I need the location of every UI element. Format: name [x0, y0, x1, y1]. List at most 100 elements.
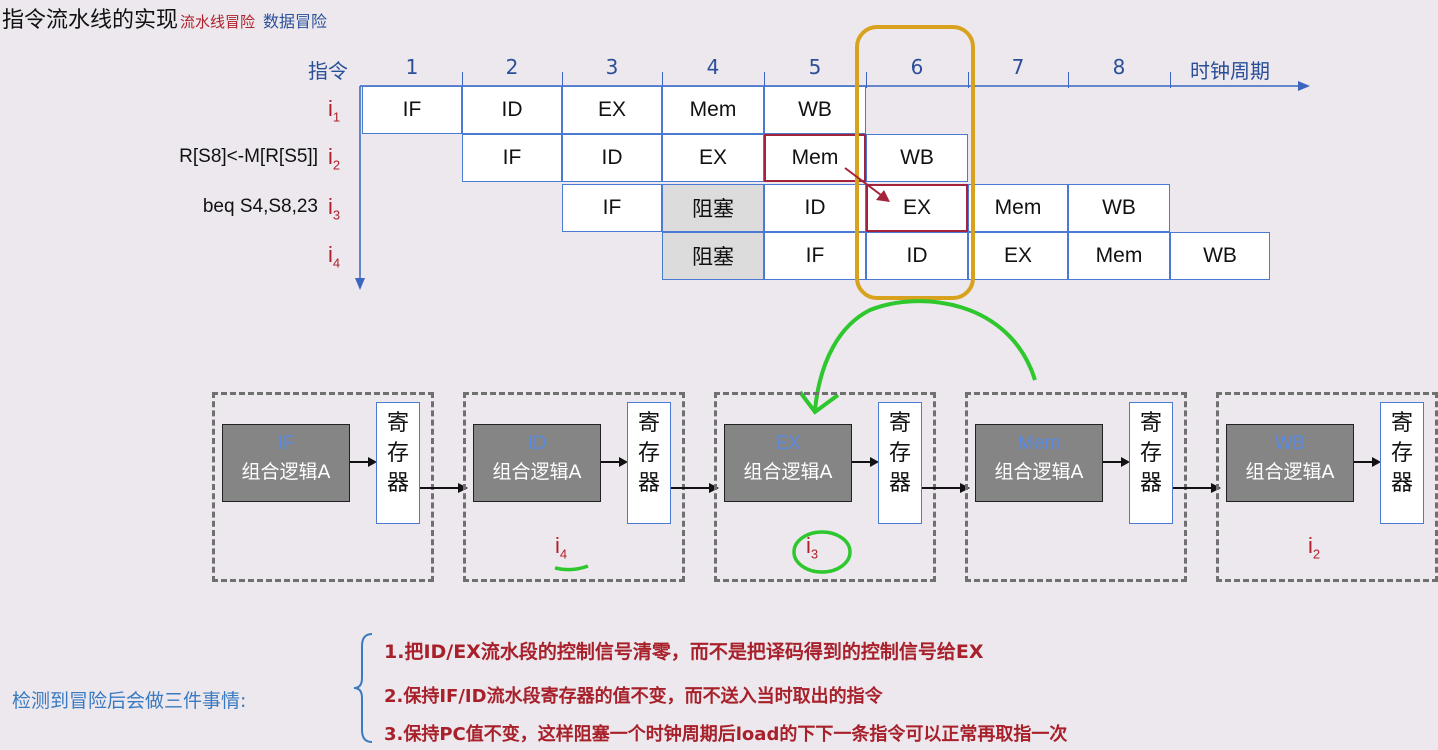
cycle-tick — [662, 72, 663, 88]
stage-box-wb — [1216, 392, 1438, 582]
title-tag-pipeline-hazard: 流水线冒险 — [180, 13, 256, 31]
instruction-id: i3 — [328, 194, 341, 223]
register-char: 寄 — [1390, 411, 1413, 436]
title-main: 指令流水线的实现 — [2, 8, 179, 33]
stage-name: ID — [527, 433, 547, 454]
pipeline-cell: Mem — [1068, 232, 1170, 280]
pipeline-register: 寄存器 — [1380, 402, 1424, 524]
cycle-number-5: 5 — [808, 55, 822, 79]
pipeline-cell: WB — [1170, 232, 1270, 280]
instruction-text: beq S4,S8,23 — [202, 196, 318, 217]
register-char: 器 — [1390, 471, 1413, 496]
green-curve-arrow — [813, 299, 1037, 411]
green-underline-i4 — [554, 564, 589, 572]
register-char: 器 — [637, 471, 660, 496]
pipeline-cell: WB — [764, 86, 866, 134]
cycle-tick — [968, 72, 969, 88]
pipeline-cell: IF — [462, 134, 562, 182]
cycle-tick — [866, 72, 867, 88]
green-arrow-head — [798, 390, 840, 415]
cycle-number-7: 7 — [1011, 55, 1025, 79]
pipeline-cell: Mem — [968, 184, 1068, 232]
forwarding-arrow — [844, 167, 886, 199]
stage-instruction-id: i4 — [555, 533, 568, 562]
register-char: 存 — [637, 441, 660, 466]
pipeline-cell: EX — [662, 134, 764, 182]
arrow-right-icon — [601, 457, 628, 467]
stage-instruction-id: i3 — [806, 533, 819, 562]
instr-axis-label: 指令 — [308, 59, 348, 83]
cycle-tick — [1068, 72, 1069, 88]
pipeline-register: 寄存器 — [878, 402, 922, 524]
cycle-number-1: 1 — [405, 55, 419, 79]
instruction-id: i1 — [328, 96, 341, 125]
pipeline-cell: IF — [562, 184, 662, 232]
pipeline-cell: 阻塞 — [662, 184, 764, 232]
register-char: 存 — [1390, 441, 1413, 466]
combinational-logic-block: ID 组合逻辑A — [473, 424, 601, 502]
cycle-number-6: 6 — [910, 55, 924, 79]
pipeline-cell: ID — [562, 134, 662, 182]
green-circle-i3 — [792, 530, 852, 574]
logic-label: 组合逻辑A — [994, 461, 1084, 483]
pipeline-cell: ID — [764, 184, 866, 232]
cycle-tick — [462, 72, 463, 88]
cycle-number-3: 3 — [605, 55, 619, 79]
instruction-id: i2 — [328, 144, 341, 173]
title-tag-data-hazard: 数据冒险 — [263, 12, 328, 31]
forwarding-arrow-head — [876, 190, 890, 202]
stage-name: Mem — [1017, 433, 1061, 454]
combinational-logic-block: Mem 组合逻辑A — [975, 424, 1103, 502]
logic-label: 组合逻辑A — [241, 461, 331, 483]
pipeline-cell: ID — [866, 232, 968, 280]
cycle-number-2: 2 — [505, 55, 519, 79]
instruction-text: R[S8]<-M[R[S5]] — [179, 146, 318, 167]
cycle-6-highlight — [855, 25, 975, 300]
pipeline-cell: EX — [968, 232, 1068, 280]
combinational-logic-block: EX 组合逻辑A — [724, 424, 852, 502]
page-title: 指令流水线的实现流水线冒险数据冒险 — [2, 2, 327, 34]
pipeline-cell: IF — [764, 232, 866, 280]
arrow-right-icon — [1354, 457, 1381, 467]
pipeline-cell: Mem — [662, 86, 764, 134]
register-char: 器 — [1139, 471, 1162, 496]
cycle-tick — [764, 72, 765, 88]
cycle-tick — [562, 72, 563, 88]
register-char: 存 — [1139, 441, 1162, 466]
stage-name: EX — [775, 433, 801, 454]
pipeline-register: 寄存器 — [627, 402, 671, 524]
register-char: 寄 — [1139, 411, 1162, 436]
cycle-number-8: 8 — [1112, 55, 1126, 79]
arrow-right-icon — [350, 457, 377, 467]
combinational-logic-block: WB 组合逻辑A — [1226, 424, 1354, 502]
logic-label: 组合逻辑A — [1245, 461, 1335, 483]
register-char: 器 — [888, 471, 911, 496]
notes-label: 检测到冒险后会做三件事情: — [12, 690, 247, 712]
register-char: 存 — [386, 441, 409, 466]
register-char: 寄 — [637, 411, 660, 436]
pipeline-cell: IF — [362, 86, 462, 134]
pipeline-register: 寄存器 — [1129, 402, 1173, 524]
arrow-right-icon — [852, 457, 879, 467]
clock-axis-label: 时钟周期 — [1190, 59, 1270, 83]
cycle-number-4: 4 — [706, 55, 720, 79]
pipeline-cell: EX — [562, 86, 662, 134]
clock-axis-arrow — [1298, 81, 1310, 91]
stage-name: WB — [1274, 433, 1306, 454]
arrow-right-icon — [1103, 457, 1130, 467]
instr-axis-arrow — [355, 278, 365, 290]
pipeline-register: 寄存器 — [376, 402, 420, 524]
register-char: 寄 — [888, 411, 911, 436]
pipeline-cell: WB — [866, 134, 968, 182]
cycle-tick — [1170, 72, 1171, 88]
logic-label: 组合逻辑A — [743, 461, 833, 483]
notes-brace — [353, 633, 373, 743]
note-item-2: 2.保持IF/ID流水段寄存器的值不变，而不送入当时取出的指令 — [384, 686, 883, 707]
logic-label: 组合逻辑A — [492, 461, 582, 483]
register-char: 寄 — [386, 411, 409, 436]
pipeline-cell: ID — [462, 86, 562, 134]
stage-instruction-id: i2 — [1308, 533, 1321, 562]
register-char: 存 — [888, 441, 911, 466]
pipeline-cell: 阻塞 — [662, 232, 764, 280]
